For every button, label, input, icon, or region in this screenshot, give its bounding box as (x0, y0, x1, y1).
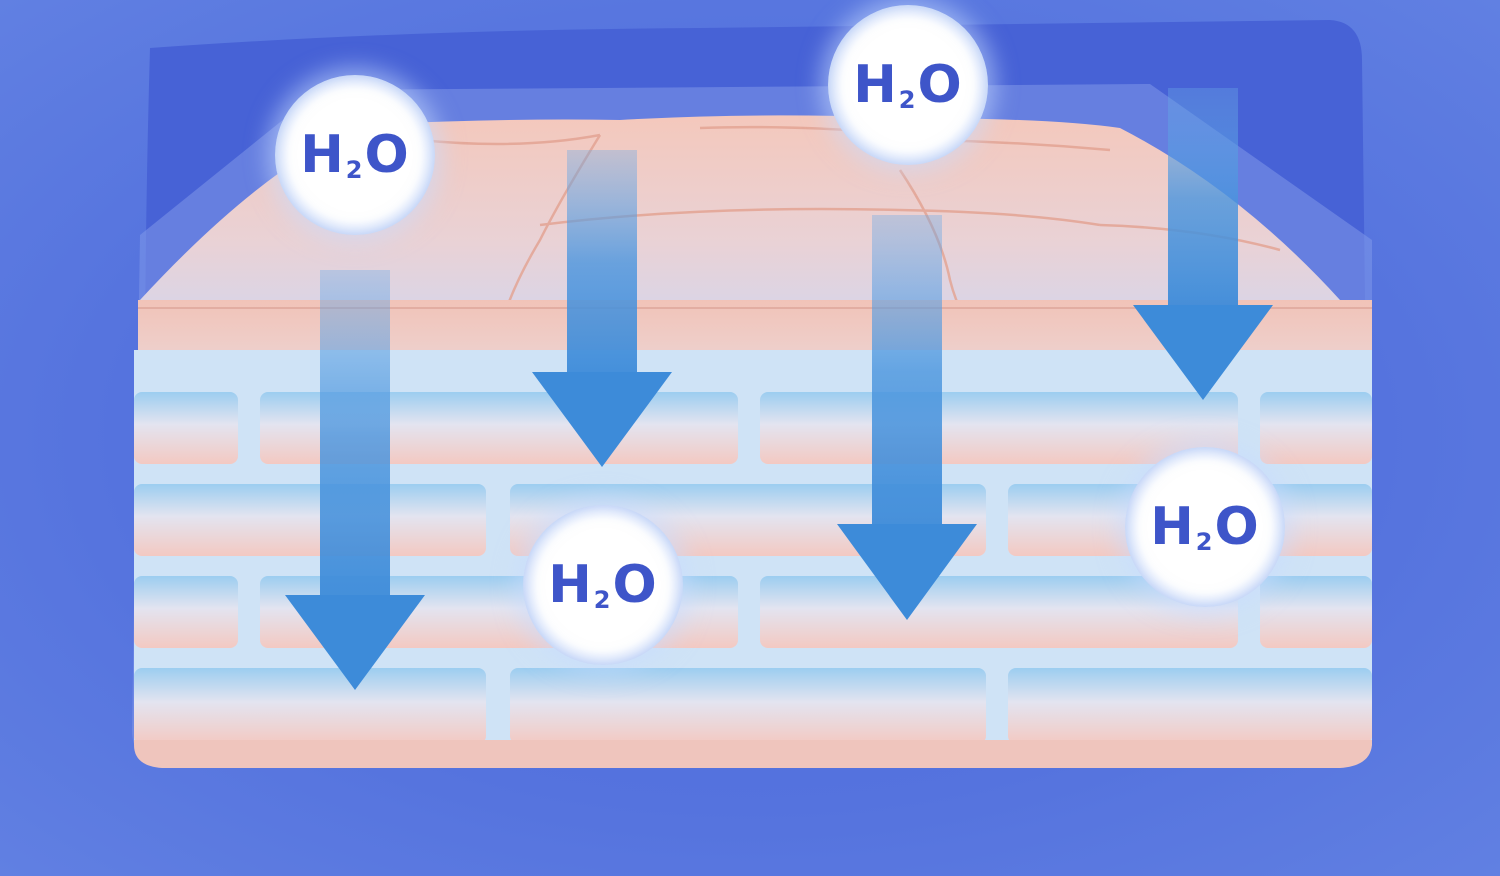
h2o-label: H2O (300, 124, 410, 185)
slab-bottom-edge (134, 740, 1372, 768)
h2o-label: H2O (853, 54, 963, 115)
water-molecule-3: H2O (523, 505, 683, 665)
arrow-1 (285, 270, 425, 690)
arrow-3 (837, 215, 977, 620)
water-molecule-2: H2O (828, 5, 988, 165)
arrow-4 (1133, 88, 1273, 400)
h2o-label: H2O (1150, 496, 1260, 557)
water-molecule-1: H2O (275, 75, 435, 235)
skin-surface (140, 115, 1340, 300)
h2o-label: H2O (548, 554, 658, 615)
water-molecule-4: H2O (1125, 447, 1285, 607)
arrow-2 (532, 150, 672, 467)
